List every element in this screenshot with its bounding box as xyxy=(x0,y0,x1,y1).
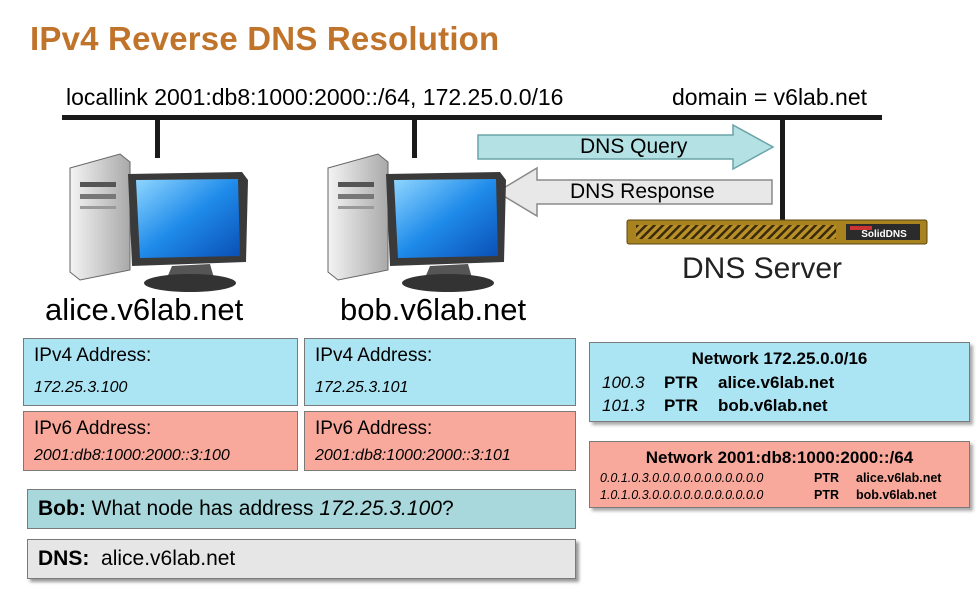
bob-ipv4-label: IPv4 Address: xyxy=(315,345,433,366)
bob-drop-line xyxy=(412,118,417,158)
ipv4-record-key: 100.3 xyxy=(602,373,645,392)
ipv4-record-name: alice.v6lab.net xyxy=(718,373,835,392)
ipv4-record-alice: 100.3 PTR alice.v6lab.net xyxy=(602,373,834,393)
alice-ipv4-label: IPv4 Address: xyxy=(34,345,152,366)
ipv6-record-type: PTR xyxy=(814,471,839,485)
dns-arrows xyxy=(477,123,775,218)
bob-question-text: What node has address xyxy=(91,497,320,520)
dns-answer-text: alice.v6lab.net xyxy=(101,547,236,570)
alice-ipv4-box: IPv4 Address: 172.25.3.100 xyxy=(23,338,298,406)
ipv6-record-key: 1.0.1.0.3.0.0.0.0.0.0.0.0.0.0.0 xyxy=(600,488,764,502)
ipv6-record-name: bob.v6lab.net xyxy=(856,488,937,502)
server-drop-line xyxy=(780,118,785,220)
ipv4-record-type: PTR xyxy=(664,373,698,392)
dns-server-label: DNS Server xyxy=(682,252,843,285)
ipv6-record-alice: 0.0.1.0.3.0.0.0.0.0.0.0.0.0.0.0 PTR alice.… xyxy=(600,471,941,485)
page-title: IPv4 Reverse DNS Resolution xyxy=(30,20,500,57)
bob-ipv6-label: IPv6 Address: xyxy=(315,418,433,439)
ipv4-record-type: PTR xyxy=(664,396,698,415)
ipv6-record-type: PTR xyxy=(814,488,839,502)
server-brand-label: SolidDNS xyxy=(861,229,907,240)
bob-speaker: Bob: xyxy=(38,497,86,520)
domain-label: domain = v6lab.net xyxy=(672,84,867,110)
ipv6-record-bob: 1.0.1.0.3.0.0.0.0.0.0.0.0.0.0.0 PTR bob.v6… xyxy=(600,488,937,502)
alice-ipv6-label: IPv6 Address: xyxy=(34,418,152,439)
ipv4-record-bob: 101.3 PTR bob.v6lab.net xyxy=(602,396,828,416)
alice-ipv6-box: IPv6 Address: 2001:db8:1000:2000::3:100 xyxy=(23,411,298,471)
ipv6-zone-box: Network 2001:db8:1000:2000::/64 0.0.1.0.… xyxy=(589,441,970,508)
ipv4-zone-header: Network 172.25.0.0/16 xyxy=(691,349,868,368)
ipv6-record-name: alice.v6lab.net xyxy=(856,471,942,485)
bob-question-mark: ? xyxy=(441,497,454,520)
bob-question: Bob: What node has address 172.25.3.100? xyxy=(38,497,454,521)
locallink-label: locallink 2001:db8:1000:2000::/64, 172.2… xyxy=(66,84,564,110)
bob-ipv6-box: IPv6 Address: 2001:db8:1000:2000::3:101 xyxy=(304,411,576,471)
bob-ipv4-value: 172.25.3.101 xyxy=(315,379,409,396)
dns-server-appliance: SolidDNS xyxy=(626,219,928,245)
ipv6-record-key: 0.0.1.0.3.0.0.0.0.0.0.0.0.0.0.0 xyxy=(600,471,764,485)
bob-question-box: Bob: What node has address 172.25.3.100? xyxy=(27,489,576,529)
network-bus xyxy=(62,115,882,120)
alice-ipv6-value: 2001:db8:1000:2000::3:100 xyxy=(34,447,230,464)
bob-question-address: 172.25.3.100 xyxy=(319,497,442,520)
dns-response-label: DNS Response xyxy=(570,180,715,203)
bob-hostname: bob.v6lab.net xyxy=(340,292,527,327)
ipv6-zone-header: Network 2001:db8:1000:2000::/64 xyxy=(645,448,914,467)
alice-drop-line xyxy=(155,118,160,158)
alice-computer-icon xyxy=(69,153,248,292)
ipv4-record-key: 101.3 xyxy=(602,396,645,415)
dns-query-arrow xyxy=(477,123,775,171)
dns-query-label: DNS Query xyxy=(580,135,688,158)
dns-response-arrow xyxy=(495,166,773,218)
dns-answer: DNS: alice.v6lab.net xyxy=(38,547,235,571)
alice-ipv4-value: 172.25.3.100 xyxy=(34,379,128,396)
ipv4-record-name: bob.v6lab.net xyxy=(718,396,828,415)
dns-answer-box: DNS: alice.v6lab.net xyxy=(27,539,576,579)
alice-hostname: alice.v6lab.net xyxy=(45,292,244,327)
bob-computer-icon xyxy=(327,153,506,292)
bob-ipv4-box: IPv4 Address: 172.25.3.101 xyxy=(304,338,576,406)
bob-ipv6-value: 2001:db8:1000:2000::3:101 xyxy=(315,447,511,464)
dns-speaker: DNS: xyxy=(38,547,90,570)
